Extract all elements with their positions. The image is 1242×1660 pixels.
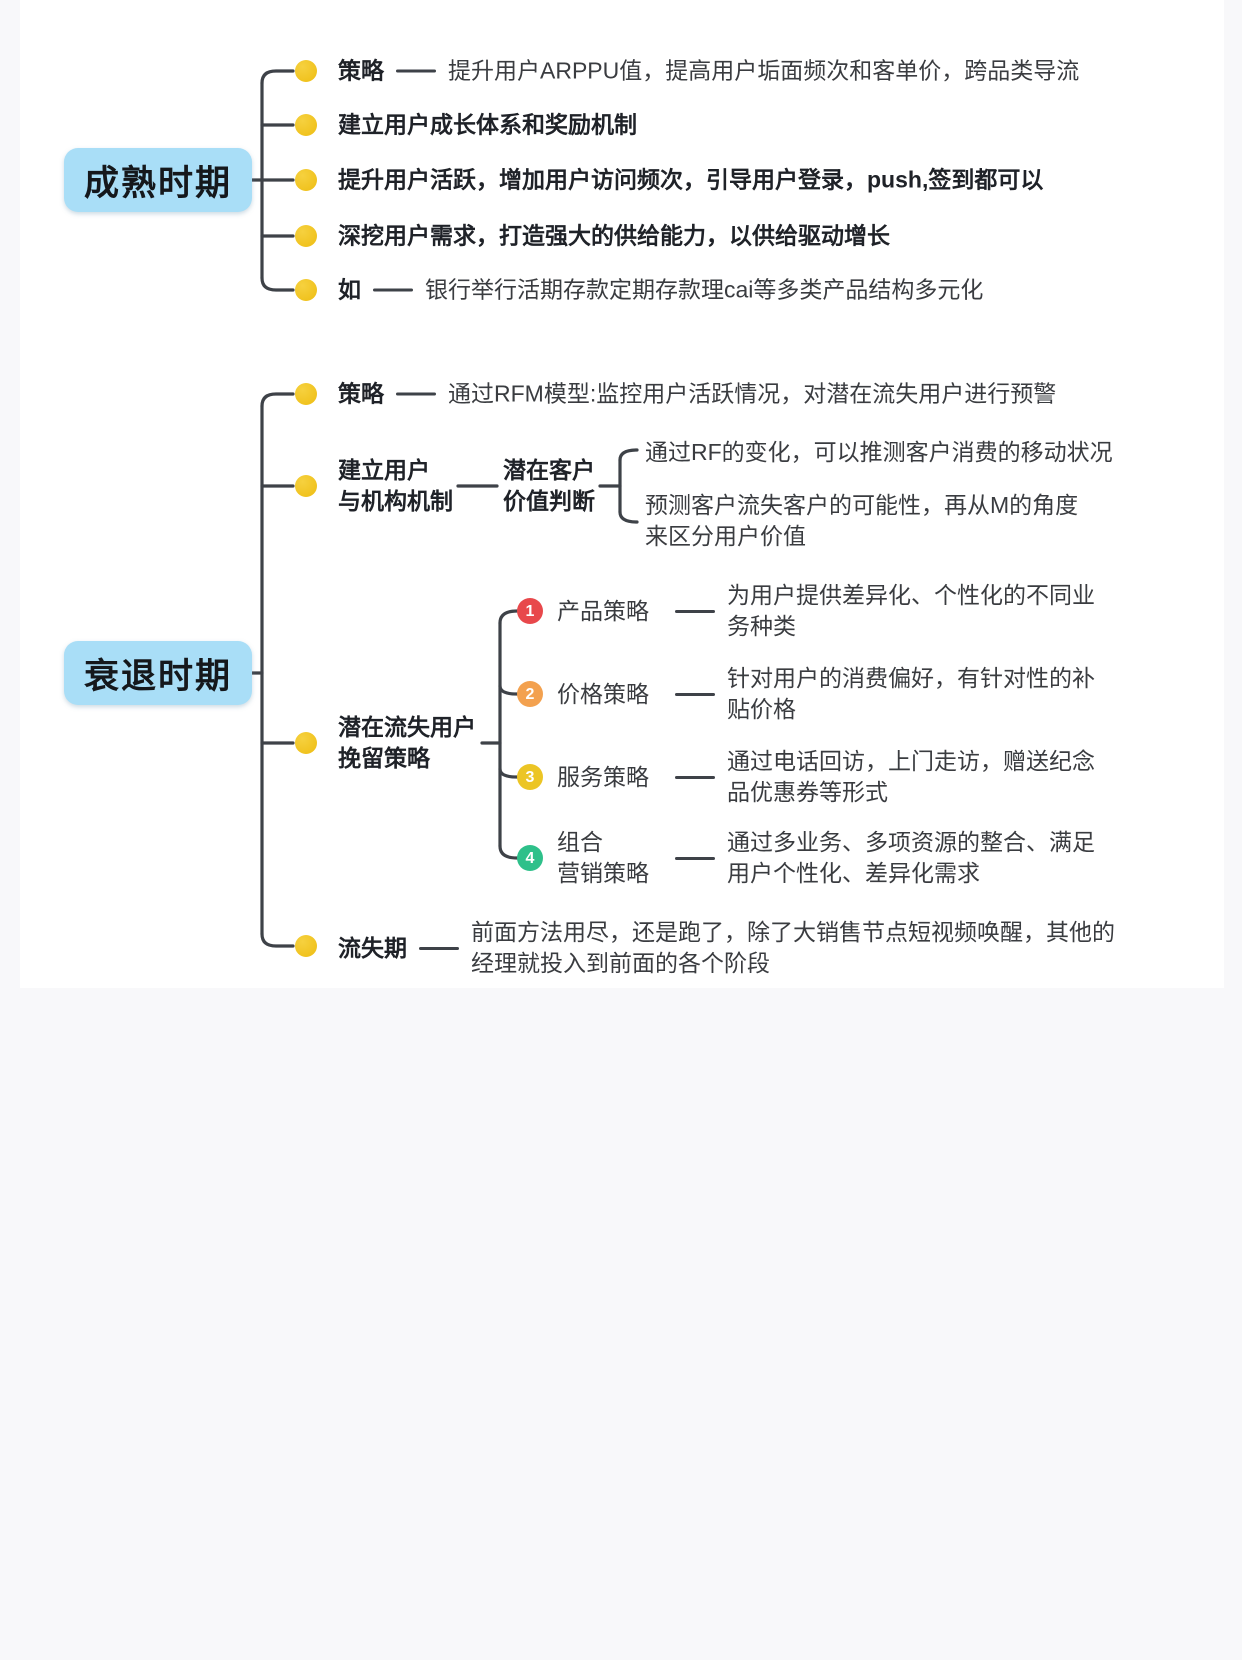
dash-connector xyxy=(675,609,715,613)
number-badge-1: 1 xyxy=(517,598,543,624)
strategy-desc-line: 用户个性化、差异化需求 xyxy=(727,860,980,886)
strategy-label: 产品策略 xyxy=(557,596,663,627)
branch-label: 建立用户成长体系和奖励机制 xyxy=(338,111,637,138)
bullet-dot xyxy=(295,169,317,191)
strategy-desc-line: 务种类 xyxy=(727,613,796,639)
strategy-label: 价格策略 xyxy=(557,679,663,710)
branch-label: 策略 xyxy=(338,57,384,84)
branch-desc: 银行举行活期存款定期存款理cai等多类产品结构多元化 xyxy=(425,276,984,303)
branch-label: 如 xyxy=(338,276,361,303)
branch-label-line: 挽留策略 xyxy=(338,745,430,771)
strategy-label-line: 营销策略 xyxy=(557,860,649,886)
branch-label-line: 建立用户 xyxy=(338,457,430,483)
bullet-dot xyxy=(295,935,317,957)
branch-desc-line: 经理就投入到前面的各个阶段 xyxy=(471,950,770,976)
bullet-dot xyxy=(295,279,317,301)
strategy-label-line: 价格策略 xyxy=(557,680,649,707)
branch-label-line: 潜在流失用户 xyxy=(338,714,476,740)
branch-user-activity: 提升用户活跃，增加用户访问频次，引导用户登录，push,签到都可以 xyxy=(338,165,1043,196)
leaf-text-line: 来区分用户价值 xyxy=(645,523,806,549)
node-label-line: 潜在客户 xyxy=(503,457,595,483)
branch-label: 流失期 xyxy=(338,934,407,961)
branch-strategy-decline: 策略 通过RFM模型:监控用户活跃情况，对潜在流失用户进行预警 xyxy=(338,379,1056,410)
branch-label: 深挖用户需求，打造强大的供给能力，以供给驱动增长 xyxy=(338,222,890,249)
branch-label: 提升用户活跃，增加用户访问频次，引导用户登录，push,签到都可以 xyxy=(338,166,1044,193)
leaf-text-line: 预测客户流失客户的可能性，再从M的角度 xyxy=(645,492,1079,518)
branch-strategy-maturity: 策略 提升用户ARPPU值，提高用户垢面频次和客单价，跨品类导流 xyxy=(338,56,1079,87)
strategy-desc-line: 通过多业务、多项资源的整合、满足 xyxy=(727,829,1095,855)
strategy-label-line: 产品策略 xyxy=(557,597,649,624)
strategy-label-line: 服务策略 xyxy=(557,763,649,790)
branch-desc: 前面方法用尽，还是跑了，除了大销售节点短视频唤醒，其他的 经理就投入到前面的各个… xyxy=(471,917,1115,979)
strategy-desc-line: 品优惠券等形式 xyxy=(727,779,888,805)
number-badge-2: 2 xyxy=(517,681,543,707)
node-potential-customer-value: 潜在客户 价值判断 xyxy=(503,455,595,517)
topic-decline-period: 衰退时期 xyxy=(64,641,252,705)
bullet-dot xyxy=(295,732,317,754)
branch-user-mechanism: 建立用户 与机构机制 xyxy=(338,455,453,517)
leaf-rf-change: 通过RF的变化，可以推测客户消费的移动状况 xyxy=(645,439,1113,465)
strategy-label: 组合 营销策略 xyxy=(557,827,663,889)
dash-connector xyxy=(396,392,436,396)
strategy-desc-line: 通过电话回访，上门走访，赠送纪念 xyxy=(727,748,1095,774)
bullet-dot xyxy=(295,114,317,136)
strategy-desc: 针对用户的消费偏好，有针对性的补 贴价格 xyxy=(727,663,1095,725)
branch-user-growth-system: 建立用户成长体系和奖励机制 xyxy=(338,110,637,141)
strategy-desc-line: 针对用户的消费偏好，有针对性的补 xyxy=(727,665,1095,691)
topic-maturity-period: 成熟时期 xyxy=(64,148,252,212)
bullet-dot xyxy=(295,60,317,82)
bullet-dot xyxy=(295,225,317,247)
dash-connector xyxy=(419,946,459,950)
strategy-desc-line: 为用户提供差异化、个性化的不同业 xyxy=(727,582,1095,608)
node-label-line: 价值判断 xyxy=(503,488,595,514)
dash-connector xyxy=(675,775,715,779)
branch-example: 如 银行举行活期存款定期存款理cai等多类产品结构多元化 xyxy=(338,275,983,306)
number-badge-3: 3 xyxy=(517,764,543,790)
mindmap: 成熟时期 衰退时期 策略 提升用户ARPPU值，提高用户垢面频次和客单价，跨品类… xyxy=(64,56,1115,979)
branch-label-line: 与机构机制 xyxy=(338,488,453,514)
strategy-row-product: 1 产品策略 为用户提供差异化、个性化的不同业 务种类 xyxy=(517,580,1095,642)
branch-churn-period: 流失期 前面方法用尽，还是跑了，除了大销售节点短视频唤醒，其他的 经理就投入到前… xyxy=(338,917,1115,979)
number-badge-4: 4 xyxy=(517,845,543,871)
dash-connector xyxy=(675,692,715,696)
strategy-label: 服务策略 xyxy=(557,762,663,793)
strategy-row-price: 2 价格策略 针对用户的消费偏好，有针对性的补 贴价格 xyxy=(517,663,1095,725)
bullet-dot xyxy=(295,383,317,405)
bullet-dot xyxy=(295,475,317,497)
strategy-desc-line: 贴价格 xyxy=(727,696,796,722)
branch-retention-strategy: 潜在流失用户 挽留策略 xyxy=(338,712,476,774)
dash-connector xyxy=(373,288,413,292)
strategy-desc: 通过多业务、多项资源的整合、满足 用户个性化、差异化需求 xyxy=(727,827,1095,889)
branch-desc: 提升用户ARPPU值，提高用户垢面频次和客单价，跨品类导流 xyxy=(448,57,1080,84)
leaf-churn-prediction: 预测客户流失客户的可能性，再从M的角度 来区分用户价值 xyxy=(645,490,1078,552)
dash-connector xyxy=(675,856,715,860)
strategy-desc: 通过电话回访，上门走访，赠送纪念 品优惠券等形式 xyxy=(727,746,1095,808)
branch-label: 策略 xyxy=(338,380,384,407)
dash-connector xyxy=(396,69,436,73)
strategy-row-service: 3 服务策略 通过电话回访，上门走访，赠送纪念 品优惠券等形式 xyxy=(517,746,1095,808)
strategy-label-line: 组合 xyxy=(557,829,603,855)
strategy-desc: 为用户提供差异化、个性化的不同业 务种类 xyxy=(727,580,1095,642)
branch-user-demand: 深挖用户需求，打造强大的供给能力，以供给驱动增长 xyxy=(338,221,890,252)
branch-desc-line: 前面方法用尽，还是跑了，除了大销售节点短视频唤醒，其他的 xyxy=(471,919,1115,945)
branch-desc: 通过RFM模型:监控用户活跃情况，对潜在流失用户进行预警 xyxy=(448,380,1057,407)
strategy-row-combined-marketing: 4 组合 营销策略 通过多业务、多项资源的整合、满足 用户个性化、差异化需求 xyxy=(517,827,1095,889)
